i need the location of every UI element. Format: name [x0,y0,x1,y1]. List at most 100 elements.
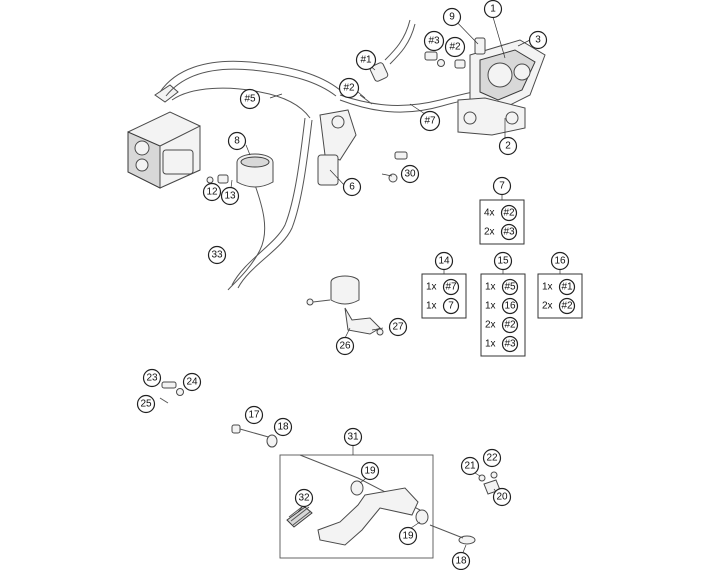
callout-17: 17 [244,405,264,425]
svg-text:20: 20 [496,492,508,503]
svg-text:30: 30 [404,169,416,180]
svg-text:#7: #7 [424,116,436,127]
svg-text:8: 8 [234,136,240,147]
callout-26: 26 [335,336,355,356]
svg-text:17: 17 [248,410,260,421]
kit-15-row-2-qty: 1x [485,301,496,312]
brake-caliper [454,37,546,136]
svg-text:19: 19 [364,466,376,477]
svg-text:7: 7 [448,301,454,312]
svg-text:25: 25 [140,399,152,410]
kit-7-row-2-qty: 2x [484,227,495,238]
svg-text:23: 23 [146,373,158,384]
svg-text:#1: #1 [561,282,573,293]
svg-text:#5: #5 [504,282,516,293]
kit-7: 7 4x #2 2x #3 [479,176,525,245]
svg-text:3: 3 [535,35,541,46]
svg-text:27: 27 [392,322,404,333]
banjo-fittings [359,51,445,105]
callout-23: 23 [142,368,162,388]
kit-14-row-2-part: 7 [442,297,460,315]
callout-6: 6 [342,177,362,197]
pedal-shaft [231,424,278,448]
svg-text:26: 26 [339,341,351,352]
abs-unit [127,84,201,189]
reservoir-assembly [306,275,384,336]
svg-text:24: 24 [186,377,198,388]
callout-hash1: #1 [355,49,377,71]
kit-16-row-2-qty: 2x [542,301,553,312]
brake-pedal [279,454,434,559]
brake-light-switch [429,471,501,545]
svg-text:#2: #2 [343,83,355,94]
svg-text:#3: #3 [504,339,516,350]
kit-14: 14 1x #7 1x 7 [421,251,467,319]
svg-text:#3: #3 [503,227,515,238]
svg-text:14: 14 [438,256,450,267]
callout-1: 1 [483,0,503,19]
svg-text:#2: #2 [504,320,516,331]
callout-30: 30 [400,164,420,184]
svg-text:18: 18 [277,422,289,433]
callout-hash2: #2 [338,77,360,99]
svg-text:12: 12 [206,187,218,198]
kit-14-row-2-qty: 1x [426,301,437,312]
kit-15-row-4-part: #3 [501,335,519,353]
kit-15: 15 1x #5 1x 16 2x #2 1x #3 [480,251,526,357]
callout-32: 32 [294,488,314,508]
kit-7-row-2-part: #3 [500,223,518,241]
svg-text:16: 16 [554,256,566,267]
callout-hash7: #7 [419,110,441,132]
callout-19-lower: 19 [398,526,418,546]
callout-8: 8 [227,131,247,151]
kit-15-row-1-qty: 1x [485,282,496,293]
svg-text:1: 1 [490,4,496,15]
kit-16: 16 1x #1 2x #2 [537,251,583,319]
svg-text:9: 9 [449,12,455,23]
kit-15-row-3-part: #2 [501,316,519,334]
kit-16-header: 16 [550,251,570,271]
svg-text:7: 7 [499,181,505,192]
callout-2: 2 [498,136,518,156]
kit-14-row-1-part: #7 [442,278,460,296]
svg-text:16: 16 [504,301,516,312]
callout-18-lower: 18 [451,551,471,570]
svg-text:15: 15 [497,256,509,267]
svg-text:33: 33 [211,250,223,261]
kit-7-header: 7 [492,176,512,196]
svg-text:#2: #2 [503,208,515,219]
callout-33: 33 [207,245,227,265]
kit-16-row-1-part: #1 [558,278,576,296]
callout-25: 25 [136,394,156,414]
callout-12: 12 [202,182,222,202]
svg-text:#5: #5 [244,94,256,105]
svg-text:2: 2 [505,141,511,152]
callout-24: 24 [182,372,202,392]
svg-text:22: 22 [486,453,498,464]
callout-22: 22 [482,448,502,468]
kit-14-row-1-qty: 1x [426,282,437,293]
callout-20: 20 [492,487,512,507]
callout-18-upper: 18 [273,417,293,437]
kit-15-header: 15 [493,251,513,271]
svg-text:19: 19 [402,531,414,542]
svg-text:#2: #2 [561,301,573,312]
kit-15-row-1-part: #5 [501,278,519,296]
kit-14-header: 14 [434,251,454,271]
kit-15-row-4-qty: 1x [485,339,496,350]
callout-19-upper: 19 [360,461,380,481]
svg-text:#1: #1 [360,55,372,66]
callout-13: 13 [220,186,240,206]
svg-text:31: 31 [347,432,359,443]
svg-text:6: 6 [349,182,355,193]
master-cylinder [206,109,408,188]
callout-hash2-top: #2 [444,36,466,58]
svg-text:18: 18 [455,556,467,567]
callout-31: 31 [343,427,363,447]
callout-9: 9 [442,7,462,27]
kit-16-row-2-part: #2 [558,297,576,315]
svg-text:32: 32 [298,493,310,504]
callout-hash3: #3 [423,30,445,52]
svg-text:#2: #2 [449,42,461,53]
